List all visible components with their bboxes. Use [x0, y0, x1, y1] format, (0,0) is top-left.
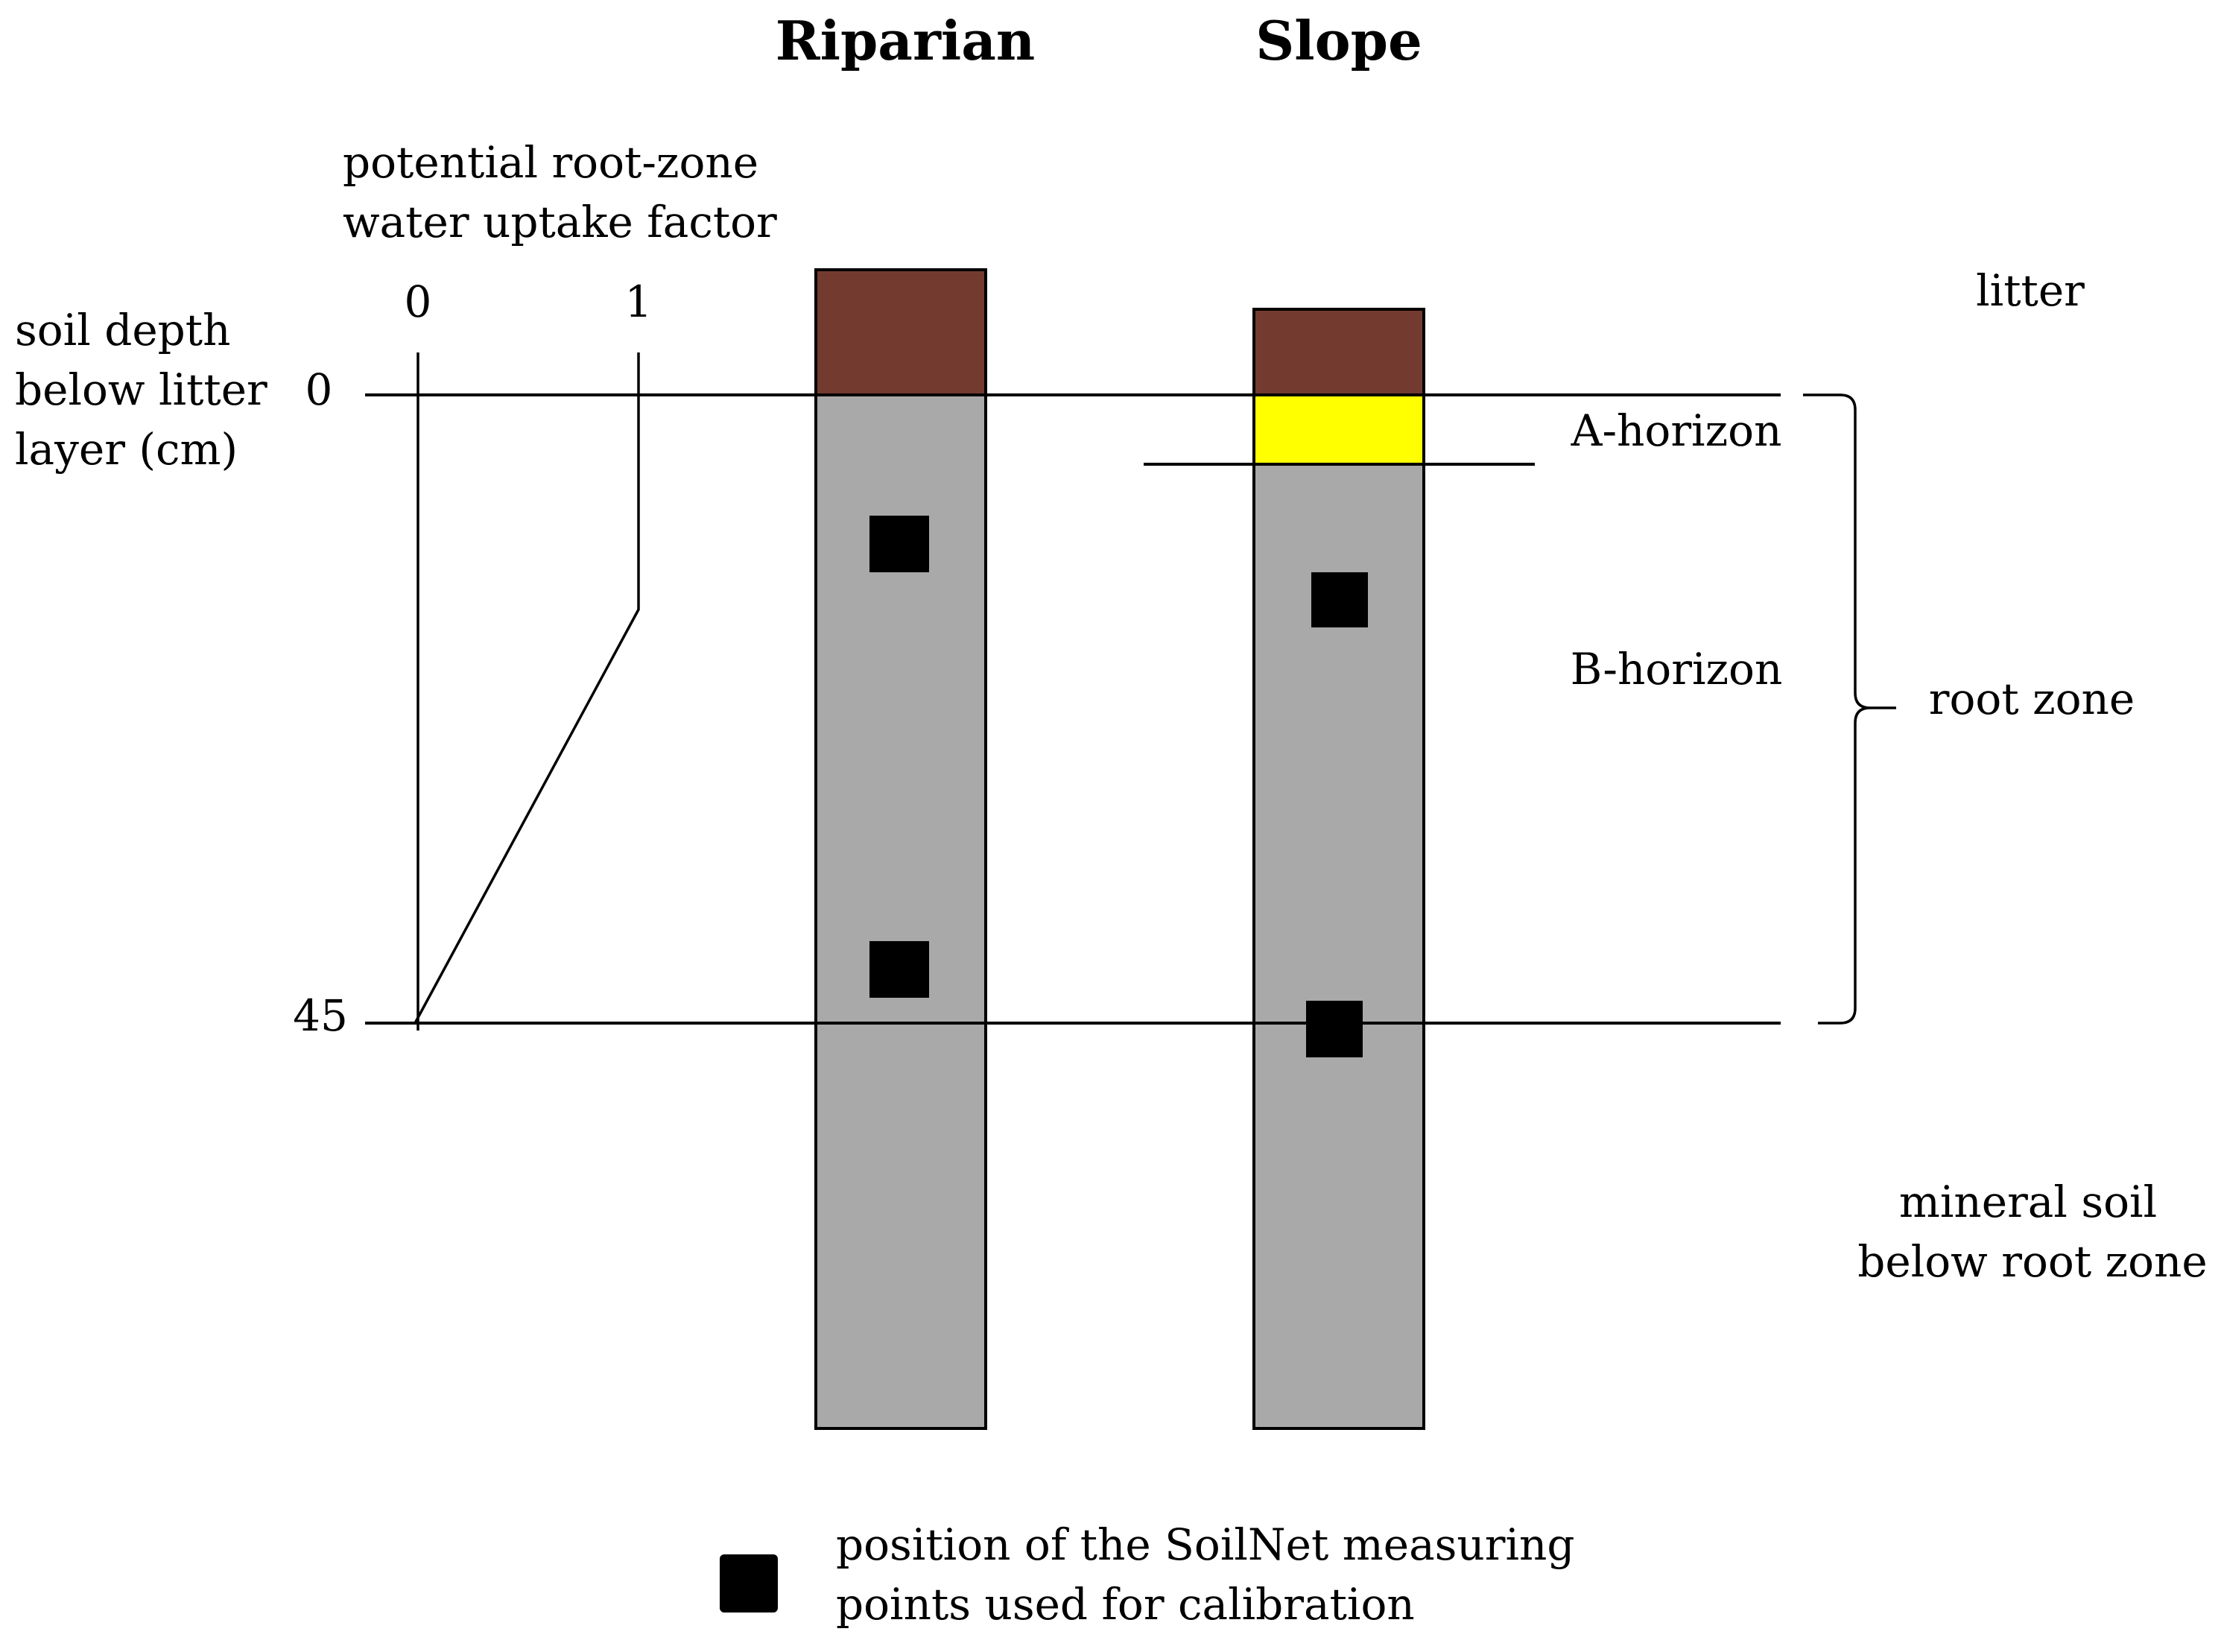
riparian-title: Riparian	[776, 9, 1035, 72]
b-horizon-label: B-horizon	[1571, 644, 1783, 694]
slope-measuring-point-upper	[1311, 572, 1368, 627]
riparian-measuring-point-upper	[869, 516, 929, 572]
riparian-litter-layer	[816, 270, 986, 395]
depth-axis-label-line2: below litter	[15, 364, 267, 415]
litter-label: litter	[1976, 265, 2085, 316]
mineral-soil-label-line2: below root zone	[1857, 1236, 2207, 1287]
slope-column-outline	[1252, 308, 1425, 1430]
legend: position of the SoilNet measuring points…	[720, 1519, 1575, 1630]
riparian-measuring-point-lower	[869, 941, 929, 998]
root-zone-bracket	[1803, 393, 1896, 1025]
uptake-profile-line	[414, 352, 640, 1024]
slope-litter-layer	[1254, 309, 1424, 395]
legend-text-line1: position of the SoilNet measuring	[836, 1519, 1575, 1570]
uptake-axis-title-line1: potential root-zone	[343, 137, 758, 188]
depth-axis-label-line3: layer (cm)	[15, 424, 238, 475]
legend-text-line2: points used for calibration	[836, 1579, 1415, 1630]
riparian-column	[814, 268, 987, 1430]
uptake-axis-title-line2: water uptake factor	[343, 197, 777, 247]
slope-a-horizon-layer	[1254, 395, 1424, 464]
root-zone-label: root zone	[1929, 674, 2135, 724]
mineral-soil-label-line1: mineral soil	[1899, 1177, 2157, 1227]
slope-column	[1252, 308, 1425, 1430]
depth-axis-label-line1: soil depth	[15, 305, 230, 355]
legend-marker	[720, 1554, 778, 1613]
slope-title: Slope	[1255, 9, 1422, 72]
riparian-column-outline	[814, 268, 987, 1430]
depth-tick-45: 45	[293, 990, 348, 1041]
uptake-tick-1: 1	[625, 276, 653, 327]
a-horizon-label: A-horizon	[1571, 405, 1782, 456]
depth-tick-0: 0	[305, 364, 333, 415]
uptake-tick-0: 0	[405, 276, 432, 327]
slope-measuring-point-lower	[1306, 1001, 1363, 1057]
